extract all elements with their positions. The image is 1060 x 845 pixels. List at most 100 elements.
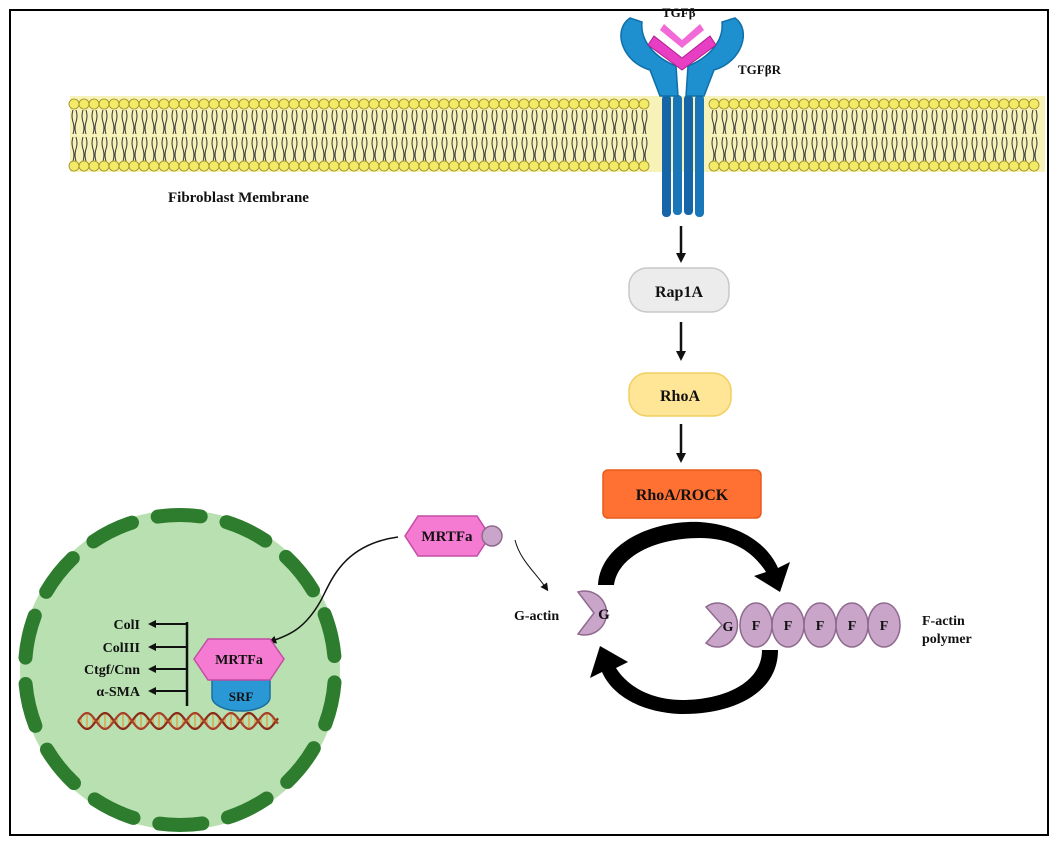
lipid-head xyxy=(198,160,210,172)
lipid-head xyxy=(838,160,850,172)
lipid-head xyxy=(798,160,810,172)
lipid-tail xyxy=(401,109,408,135)
lipid-tail xyxy=(471,109,478,135)
g-actin-letter: G xyxy=(598,607,610,623)
lipid-head xyxy=(308,160,320,172)
f-actin-label-line2: polymer xyxy=(922,632,972,647)
lipid-tail xyxy=(581,109,588,135)
lipid-head xyxy=(88,160,100,172)
lipid-head xyxy=(538,160,550,172)
lipid-head xyxy=(628,98,640,110)
rap1a-node xyxy=(628,267,730,313)
lipid-head xyxy=(298,98,310,110)
lipid-head xyxy=(158,160,170,172)
lipid-head xyxy=(328,160,340,172)
lipid-tail xyxy=(141,109,148,135)
lipid-head xyxy=(988,160,1000,172)
lipid-tail xyxy=(161,136,168,162)
lipid-tail xyxy=(321,136,328,162)
lipid-tail xyxy=(251,136,258,162)
lipid-tail xyxy=(181,109,188,135)
lipid-tail xyxy=(571,109,578,135)
lipid-head xyxy=(288,160,300,172)
lipid-tail xyxy=(921,109,928,135)
lipid-head xyxy=(988,98,1000,110)
lipid-tail xyxy=(341,136,348,162)
lipid-tail xyxy=(261,109,268,135)
lipid-tail xyxy=(591,136,598,162)
lipid-tail xyxy=(381,136,388,162)
lipid-head xyxy=(418,160,430,172)
lipid-tail xyxy=(451,136,458,162)
lipid-head xyxy=(268,98,280,110)
lipid-tail xyxy=(891,109,898,135)
nuclear-pore-segment xyxy=(280,741,321,789)
lipid-tail xyxy=(971,109,978,135)
lipid-head xyxy=(348,160,360,172)
tgfb-ligand-dimer xyxy=(647,35,717,71)
lipid-head xyxy=(888,98,900,110)
lipid-head xyxy=(968,160,980,172)
lipid-tail xyxy=(991,109,998,135)
lipid-head xyxy=(528,98,540,110)
lipid-tail xyxy=(981,109,988,135)
lipid-head xyxy=(638,98,650,110)
srf-factor xyxy=(211,679,271,712)
lipid-tail xyxy=(371,136,378,162)
receptor-right-arm xyxy=(685,17,745,97)
lipid-tail xyxy=(781,109,788,135)
lipid-head xyxy=(98,98,110,110)
nuclear-pore-segment xyxy=(219,515,273,548)
lipid-tail xyxy=(551,136,558,162)
f-actin-letter: F xyxy=(784,619,793,634)
lipid-tail xyxy=(241,109,248,135)
lipid-tail xyxy=(771,136,778,162)
lipid-tail xyxy=(161,109,168,135)
lipid-head xyxy=(938,160,950,172)
lipid-tail xyxy=(821,109,828,135)
lipid-head xyxy=(68,98,80,110)
lipid-tail xyxy=(641,136,648,162)
lipid-head xyxy=(718,98,730,110)
lipid-head xyxy=(998,160,1010,172)
lipid-head xyxy=(148,160,160,172)
lipid-head xyxy=(618,98,630,110)
lipid-head xyxy=(1018,160,1030,172)
nuclear-mrtfa-label: MRTFa xyxy=(215,653,263,668)
lipid-tail xyxy=(491,109,498,135)
lipid-head xyxy=(1018,98,1030,110)
lipid-head xyxy=(608,160,620,172)
lipid-tail xyxy=(371,109,378,135)
lipid-tail xyxy=(941,109,948,135)
lipid-tail xyxy=(341,109,348,135)
g-actin-monomer xyxy=(576,590,608,636)
lipid-head xyxy=(128,98,140,110)
lipid-head xyxy=(318,160,330,172)
lipid-head xyxy=(228,160,240,172)
lipid-head xyxy=(238,98,250,110)
lipid-head xyxy=(508,98,520,110)
lipid-tail xyxy=(251,109,258,135)
lipid-head xyxy=(258,98,270,110)
lipid-tail xyxy=(461,136,468,162)
lipid-head xyxy=(198,98,210,110)
lipid-head xyxy=(1008,160,1020,172)
lipid-head xyxy=(818,160,830,172)
lipid-head xyxy=(288,98,300,110)
lipid-head xyxy=(848,98,860,110)
lipid-head xyxy=(1028,98,1040,110)
receptor-transmembrane-segment xyxy=(662,95,671,217)
lipid-head xyxy=(448,98,460,110)
lipid-head xyxy=(578,98,590,110)
lipid-tail xyxy=(421,136,428,162)
lipid-tail xyxy=(641,109,648,135)
lipid-tail xyxy=(961,136,968,162)
lipid-head xyxy=(618,160,630,172)
lipid-head xyxy=(318,98,330,110)
lipid-head xyxy=(638,160,650,172)
lipid-head xyxy=(858,98,870,110)
lipid-head xyxy=(958,160,970,172)
lipid-head xyxy=(608,98,620,110)
lipid-tail xyxy=(1011,136,1018,162)
lipid-head xyxy=(728,98,740,110)
